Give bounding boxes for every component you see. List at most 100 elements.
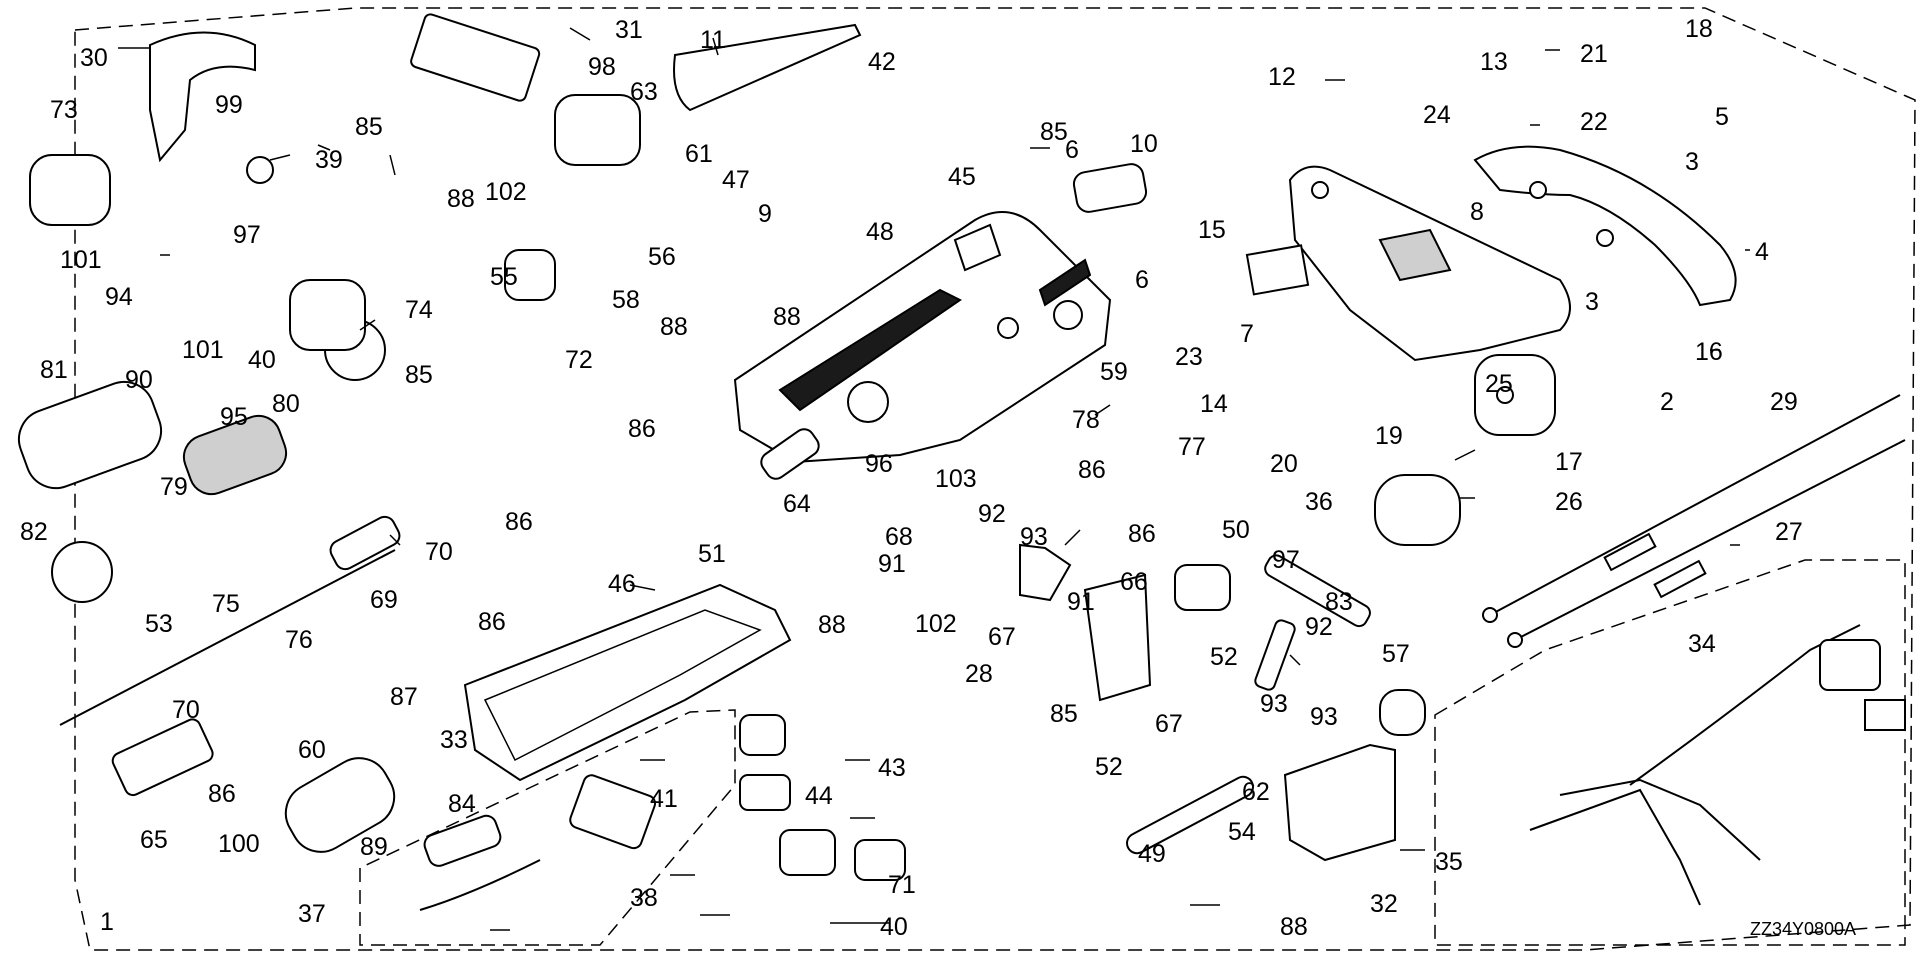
callout-39: 39 bbox=[315, 146, 343, 174]
callout-53: 53 bbox=[145, 610, 173, 638]
callout-25: 25 bbox=[1485, 370, 1513, 398]
leader-lines bbox=[118, 27, 1750, 931]
callout-86: 86 bbox=[1078, 456, 1106, 484]
callout-101: 101 bbox=[60, 246, 102, 274]
callout-86: 86 bbox=[505, 508, 533, 536]
callout-88: 88 bbox=[1280, 913, 1308, 941]
callout-33: 33 bbox=[440, 726, 468, 754]
callout-54: 54 bbox=[1228, 818, 1256, 846]
callout-48: 48 bbox=[866, 218, 894, 246]
callout-29: 29 bbox=[1770, 388, 1798, 416]
callout-70: 70 bbox=[425, 538, 453, 566]
callout-84: 84 bbox=[448, 790, 476, 818]
grip-assembly bbox=[17, 319, 401, 726]
callout-46: 46 bbox=[608, 570, 636, 598]
callout-27: 27 bbox=[1775, 518, 1803, 546]
callout-91: 91 bbox=[1067, 588, 1095, 616]
callout-47: 47 bbox=[722, 166, 750, 194]
callout-17: 17 bbox=[1555, 448, 1583, 476]
callout-16: 16 bbox=[1695, 338, 1723, 366]
callout-51: 51 bbox=[698, 540, 726, 568]
lower-case bbox=[463, 583, 792, 782]
callout-83: 83 bbox=[1325, 588, 1353, 616]
callout-86: 86 bbox=[628, 415, 656, 443]
callout-2: 2 bbox=[1660, 388, 1674, 416]
callout-86: 86 bbox=[1128, 520, 1156, 548]
callout-85: 85 bbox=[1050, 700, 1078, 728]
callout-97: 97 bbox=[1272, 546, 1300, 574]
callout-81: 81 bbox=[40, 356, 68, 384]
callout-18: 18 bbox=[1685, 15, 1713, 43]
callout-101: 101 bbox=[182, 336, 224, 364]
callout-92: 92 bbox=[978, 500, 1006, 528]
callout-62: 62 bbox=[1242, 778, 1270, 806]
callout-3: 3 bbox=[1585, 288, 1599, 316]
callout-42: 42 bbox=[868, 48, 896, 76]
callout-63: 63 bbox=[630, 78, 658, 106]
callout-15: 15 bbox=[1198, 216, 1226, 244]
harness-frame bbox=[1434, 559, 1906, 946]
callout-78: 78 bbox=[1072, 406, 1100, 434]
callout-97: 97 bbox=[233, 221, 261, 249]
callout-21: 21 bbox=[1580, 40, 1608, 68]
callout-13: 13 bbox=[1480, 48, 1508, 76]
callout-100: 100 bbox=[218, 830, 260, 858]
callout-93: 93 bbox=[1020, 523, 1048, 551]
callout-87: 87 bbox=[390, 683, 418, 711]
callout-102: 102 bbox=[915, 610, 957, 638]
callout-7: 7 bbox=[1240, 320, 1254, 348]
callout-77: 77 bbox=[1178, 433, 1206, 461]
callout-103: 103 bbox=[935, 465, 977, 493]
callout-34: 34 bbox=[1688, 630, 1716, 658]
callout-90: 90 bbox=[125, 366, 153, 394]
callout-38: 38 bbox=[630, 884, 658, 912]
callout-69: 69 bbox=[370, 586, 398, 614]
callout-6: 6 bbox=[1065, 136, 1079, 164]
callout-8: 8 bbox=[1470, 198, 1484, 226]
callout-55: 55 bbox=[490, 263, 518, 291]
callout-86: 86 bbox=[208, 780, 236, 808]
callout-4: 4 bbox=[1755, 238, 1769, 266]
callout-35: 35 bbox=[1435, 848, 1463, 876]
callout-50: 50 bbox=[1222, 516, 1250, 544]
callout-30: 30 bbox=[80, 44, 108, 72]
callout-52: 52 bbox=[1095, 753, 1123, 781]
throttle-lever bbox=[1288, 165, 1571, 362]
control-cables bbox=[1482, 394, 1906, 648]
callout-49: 49 bbox=[1138, 840, 1166, 868]
callout-3: 3 bbox=[1685, 148, 1699, 176]
small-parts bbox=[29, 13, 1556, 911]
bracket bbox=[1283, 743, 1396, 862]
callout-67: 67 bbox=[1155, 710, 1183, 738]
handle-arm bbox=[1473, 145, 1737, 307]
flange-bracket bbox=[1083, 573, 1152, 702]
callout-5: 5 bbox=[1715, 103, 1729, 131]
callout-93: 93 bbox=[1310, 703, 1338, 731]
callout-85: 85 bbox=[1040, 118, 1068, 146]
cord-frame bbox=[359, 709, 736, 946]
callout-36: 36 bbox=[1305, 488, 1333, 516]
callout-88: 88 bbox=[818, 611, 846, 639]
callout-96: 96 bbox=[865, 450, 893, 478]
callout-102: 102 bbox=[485, 178, 527, 206]
callout-11: 11 bbox=[700, 26, 726, 54]
callout-99: 99 bbox=[215, 91, 243, 119]
callout-43: 43 bbox=[878, 754, 906, 782]
callouts: 1 2 3 3 4 5 6 6 7 8 9 10 11 12 13 14 15 … bbox=[20, 15, 1856, 941]
callout-20: 20 bbox=[1270, 450, 1298, 478]
callout-85: 85 bbox=[405, 361, 433, 389]
callout-68: 68 bbox=[885, 523, 913, 551]
callout-80: 80 bbox=[272, 390, 300, 418]
harness bbox=[1529, 624, 1906, 906]
callout-41: 41 bbox=[650, 785, 678, 813]
callout-70: 70 bbox=[172, 696, 200, 724]
callout-85: 85 bbox=[355, 113, 383, 141]
callout-9: 9 bbox=[758, 200, 772, 228]
callout-88: 88 bbox=[660, 313, 688, 341]
callout-76: 76 bbox=[285, 626, 313, 654]
callout-59: 59 bbox=[1100, 358, 1128, 386]
callout-64: 64 bbox=[783, 490, 811, 518]
callout-93: 93 bbox=[1260, 690, 1288, 718]
callout-31: 31 bbox=[615, 16, 643, 44]
diagram-code: ZZ34Y0800A bbox=[1750, 919, 1856, 939]
